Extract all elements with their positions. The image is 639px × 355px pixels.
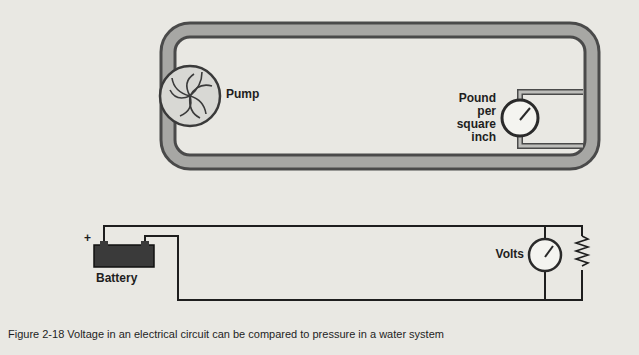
pump-label: Pump	[226, 88, 259, 101]
pressure-gauge	[502, 100, 538, 136]
circuit-wire	[104, 226, 582, 300]
water-pipe	[168, 30, 592, 162]
battery-terminal	[100, 241, 108, 246]
gauge-label: Pound per square inch	[446, 92, 496, 144]
gauge-needle	[520, 108, 530, 120]
figure-caption: Figure 2-18 Voltage in an electrical cir…	[8, 328, 444, 341]
meter-label: Volts	[496, 248, 524, 261]
pipe-outline	[168, 30, 592, 162]
battery-label: Battery	[96, 272, 137, 285]
voltmeter	[529, 239, 561, 271]
battery-symbol	[94, 245, 154, 267]
polarity-sign: +	[84, 232, 91, 245]
resistor-symbol	[576, 236, 588, 266]
battery-terminal	[141, 241, 149, 246]
pump-housing	[160, 66, 220, 126]
meter-needle	[545, 246, 553, 257]
pump-impeller	[170, 72, 212, 118]
